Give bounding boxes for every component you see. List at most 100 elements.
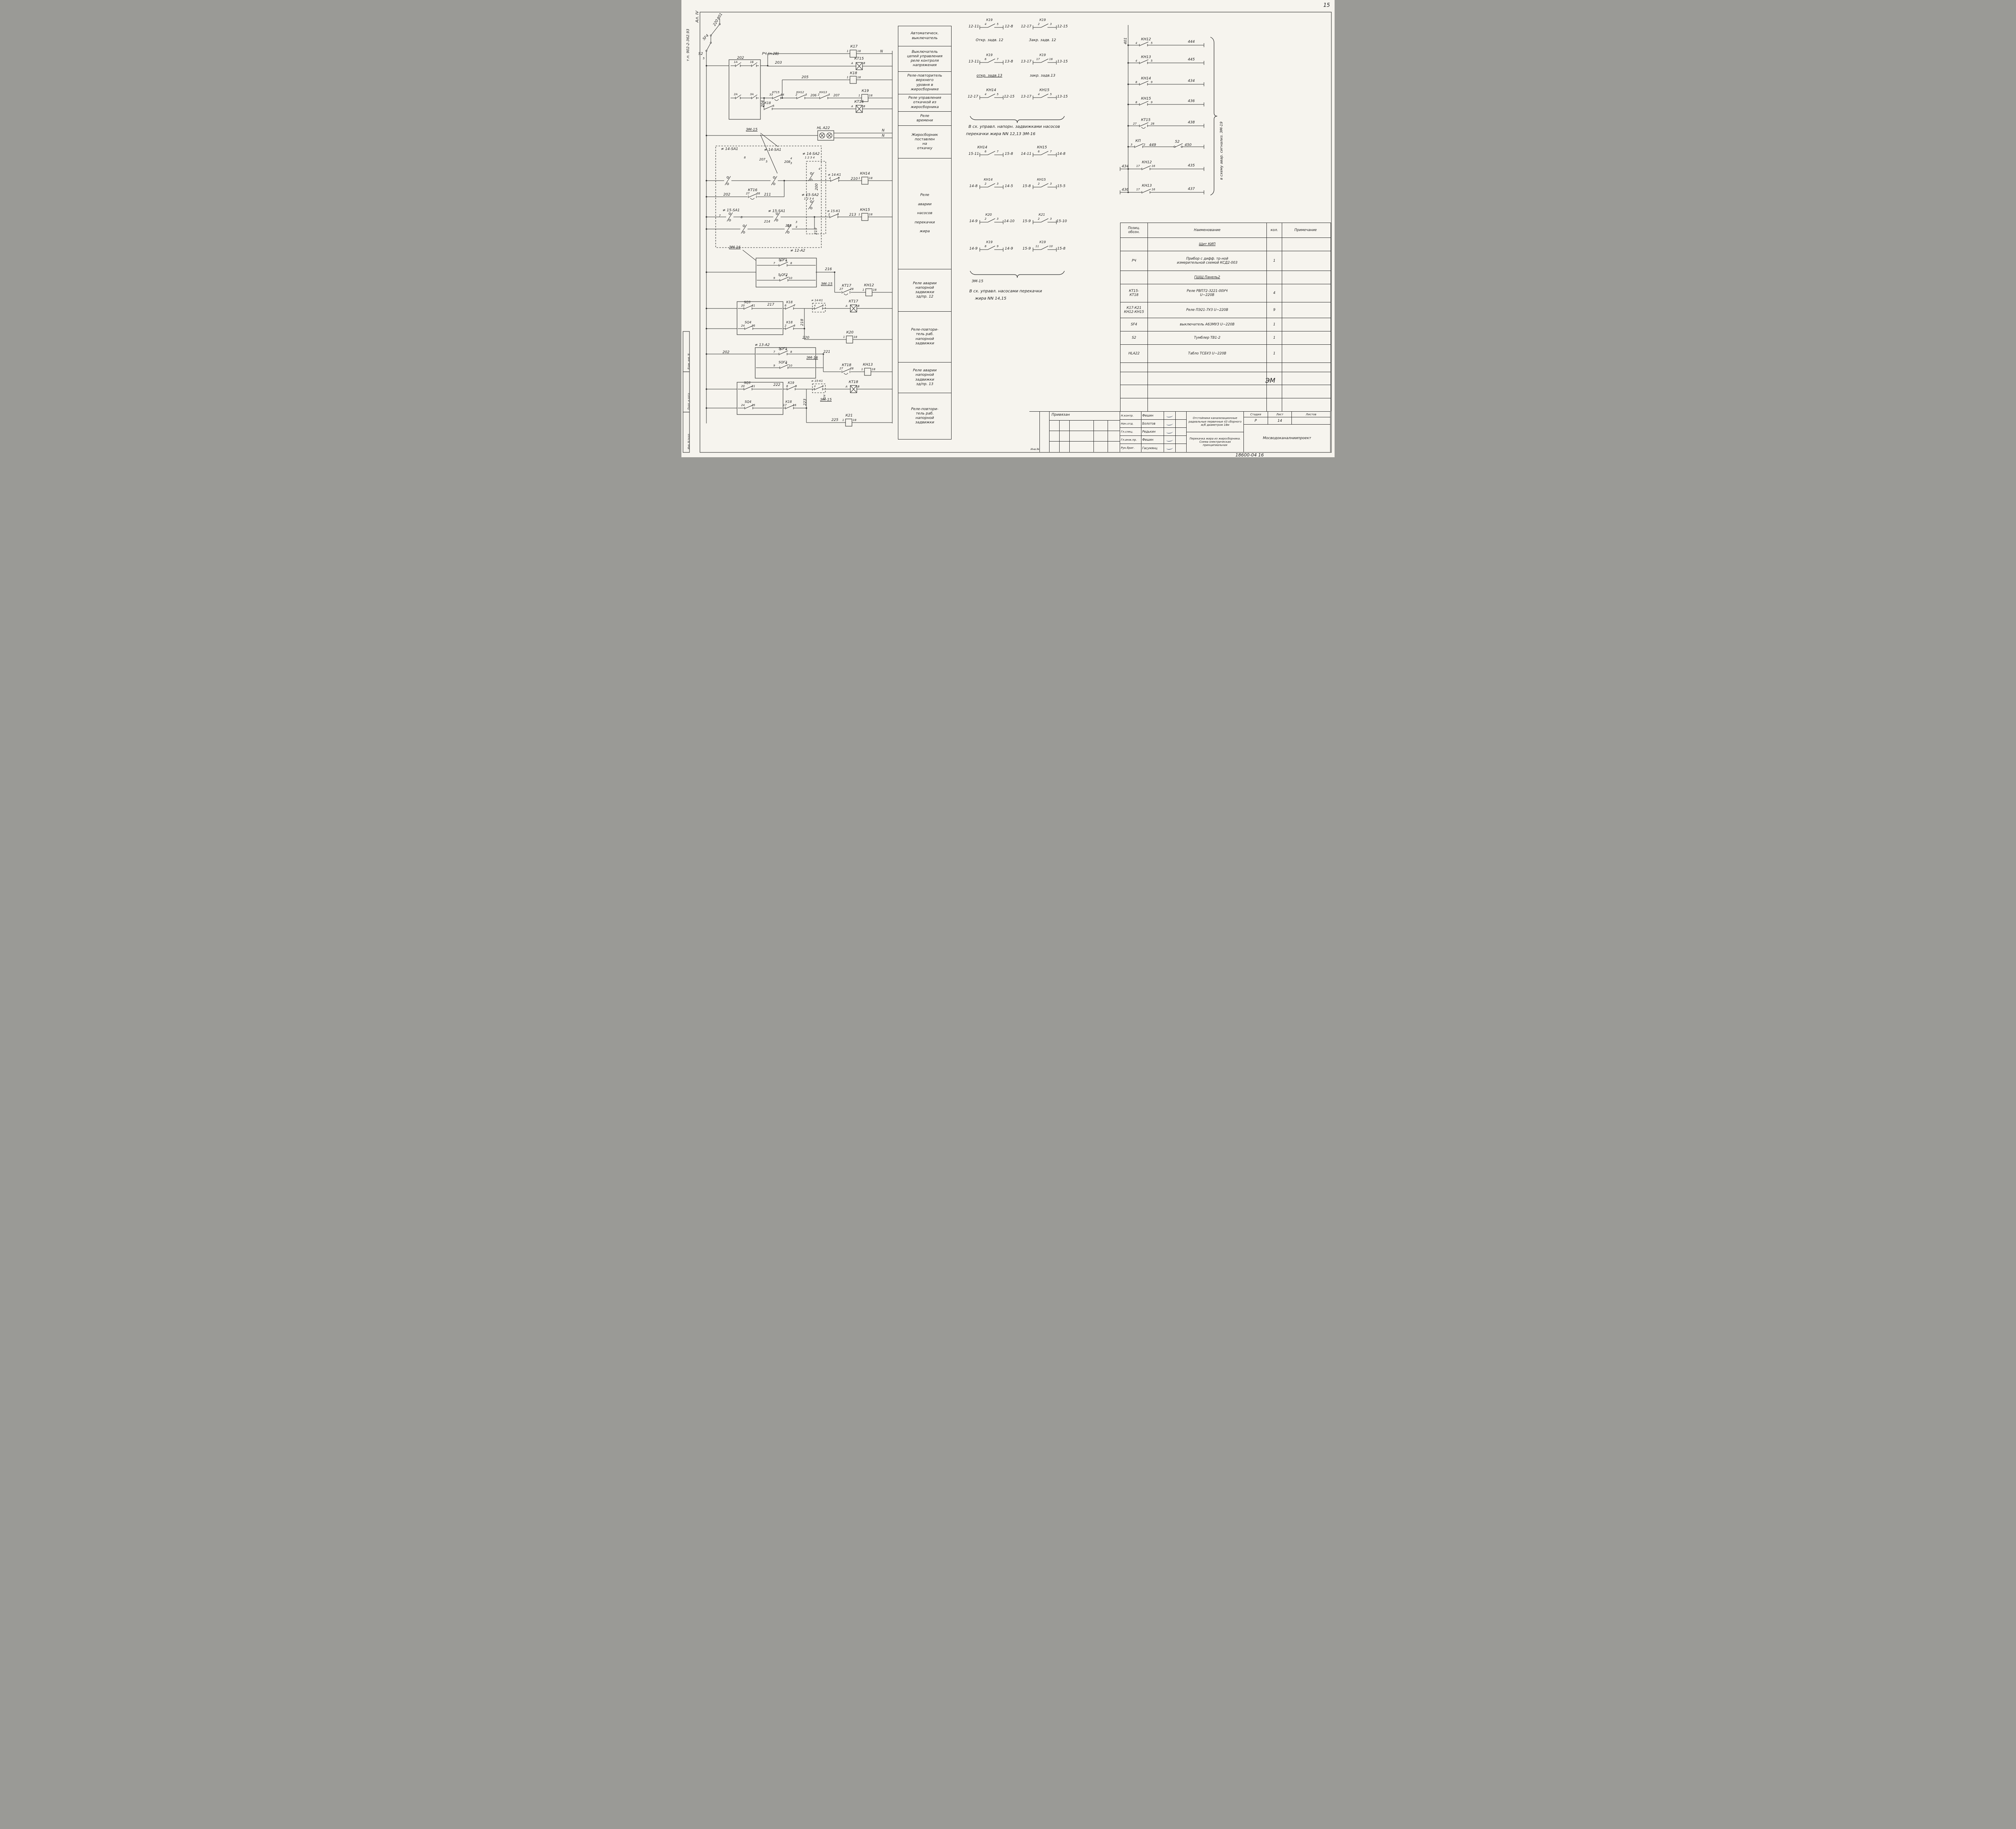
stamp-empty-cell <box>1148 398 1267 411</box>
staff-date-cell <box>1175 412 1185 419</box>
staff-name: Фешин <box>1141 436 1164 444</box>
staff-date-cell <box>1175 428 1185 435</box>
staff-date-cell <box>1175 420 1185 427</box>
function-description-row: Реле аварии насосов перекачки жира <box>898 158 951 269</box>
revision-cell <box>1070 442 1094 452</box>
drawing-title: Перекачка жира из жиросборника. Схема эл… <box>1189 437 1241 447</box>
staff-signature-cell <box>1164 444 1175 452</box>
parts-header-cell: Наименование <box>1148 223 1267 237</box>
staff-role: Рук.бриг. <box>1121 446 1135 450</box>
staff-role: Гл.спец. <box>1121 430 1133 433</box>
parts-header-cell: Позиц. обозн. <box>1120 223 1148 237</box>
parts-cell: 4 <box>1267 284 1282 302</box>
type-project-number: т.п. 902-2-362.93 <box>686 29 690 61</box>
parts-cell: 1 <box>1267 331 1282 344</box>
staff-row: Нач.отд.Болотов <box>1120 420 1186 428</box>
parts-cell <box>1282 331 1329 344</box>
sheets-value <box>1292 417 1330 425</box>
stamp-empty-cell <box>1267 372 1282 385</box>
staff-role: Н.контр. <box>1121 414 1134 417</box>
binding-block: Привязан <box>1050 412 1120 452</box>
parts-cell: К17-К21 КН12-КН15 <box>1120 302 1148 318</box>
parts-cell: Реле ПЭ21-7УЗ U~220В <box>1148 302 1267 318</box>
staff-signature-cell <box>1164 436 1175 444</box>
stamp-empty-cell <box>1120 372 1148 385</box>
revision-cell <box>1094 421 1108 431</box>
stamp-empty-cell <box>1282 359 1329 372</box>
revision-cell <box>1094 431 1108 441</box>
parts-cell: HLА22 <box>1120 345 1148 362</box>
function-description-row: Реле-повтори- тель раб. напорной задвижк… <box>898 312 951 362</box>
staff-row: Рук.бриг. Гасумянц <box>1120 444 1186 452</box>
stamp-empty-cell <box>1282 385 1329 398</box>
sheets-label: Листов <box>1292 412 1330 417</box>
stamp-empty-cell <box>1267 398 1282 411</box>
function-description-row: Реле аварии напорной задвижки зд/пр. 13 <box>898 362 951 393</box>
stamp-empty-cell <box>1148 385 1267 398</box>
revision-cell <box>1108 421 1119 431</box>
revision-cell <box>1070 421 1094 431</box>
staff-name: Болотов <box>1141 420 1164 427</box>
drawing-mark: ЭМ <box>1265 377 1275 384</box>
revision-cell <box>1050 431 1060 441</box>
function-description-row: Реле аварии напорной задвижки зд/пр. 12 <box>898 269 951 312</box>
margin-strip-label: Инв. N подл. <box>687 433 690 449</box>
function-description-row: Реле-повторитель верхнего уровня в жирос… <box>898 72 951 94</box>
staff-row: Н.контр.Фешин <box>1120 412 1186 420</box>
function-description-row: Выключатель цепей управления реле контро… <box>898 46 951 72</box>
parts-cell <box>1120 238 1148 251</box>
stamp-empty-cell <box>1148 359 1267 372</box>
function-description-row: Автоматическ. выключатель <box>898 26 951 46</box>
revision-cell <box>1108 431 1119 441</box>
parts-cell <box>1120 271 1148 284</box>
stamp-empty-cell <box>1282 372 1329 385</box>
revision-grid <box>1050 421 1120 452</box>
revision-cell <box>1050 442 1060 452</box>
stamp-empty-cell <box>1120 385 1148 398</box>
parts-header-cell: кол. <box>1267 223 1282 237</box>
signature-mark <box>1166 414 1173 417</box>
signature-mark <box>1166 438 1173 442</box>
revision-cell <box>1060 442 1070 452</box>
parts-cell: 1 <box>1267 251 1282 271</box>
parts-cell <box>1267 238 1282 251</box>
parts-cell <box>1282 251 1329 271</box>
inventory-cell <box>1029 412 1040 452</box>
parts-cell: 1 <box>1267 318 1282 331</box>
stamp-empty-cell <box>1120 359 1148 372</box>
staff-date-cell <box>1175 436 1185 444</box>
parts-cell <box>1282 318 1329 331</box>
sheet-number: 15 <box>1323 2 1330 8</box>
staff-date-cell <box>1175 444 1185 452</box>
parts-cell: Табло ТСБУЗ U~220В <box>1148 345 1267 362</box>
inventory-number-label: Инв.№ <box>1031 448 1039 451</box>
inventory-strip: Инв.№ <box>1029 412 1050 452</box>
stamp-empty-cell <box>1267 385 1282 398</box>
margin-strip-label: Подп. и дата <box>687 393 690 410</box>
parts-cell <box>1267 271 1282 284</box>
staff-row: Гл.инж.пр.Фешин <box>1120 436 1186 444</box>
staff-signature-cell <box>1164 412 1175 419</box>
parts-cell: выключатель А63МУЗ U~220В <box>1148 318 1267 331</box>
revision-cell <box>1060 431 1070 441</box>
function-description-row: Жиросборник поставлен на откачку <box>898 126 951 158</box>
staff-name: Гасумянц <box>1141 444 1164 452</box>
parts-header-cell: Примечание <box>1294 228 1317 232</box>
parts-cell <box>1282 271 1329 284</box>
parts-cell: Щит КИП <box>1148 238 1267 251</box>
signature-mark <box>1166 430 1173 433</box>
parts-cell: Прибор с дифф. тр-ной измерительной схем… <box>1148 251 1267 271</box>
stage-sheet-block: Стадия Лист Листов Р 14 Мосводоканалниип… <box>1244 412 1331 452</box>
parts-cell: Тумблер ТВ1-2 <box>1148 331 1267 344</box>
stamp-empty-cell <box>1120 398 1148 411</box>
signature-mark <box>1166 422 1173 425</box>
parts-cell <box>1282 302 1329 318</box>
album-label: Ал. IV <box>695 10 700 23</box>
organization-name: Мосводоканалниипроект <box>1263 436 1311 440</box>
parts-cell: КТ15- КТ18 <box>1120 284 1148 302</box>
project-title: Отстойники канализационные радиальные пе… <box>1187 412 1243 432</box>
